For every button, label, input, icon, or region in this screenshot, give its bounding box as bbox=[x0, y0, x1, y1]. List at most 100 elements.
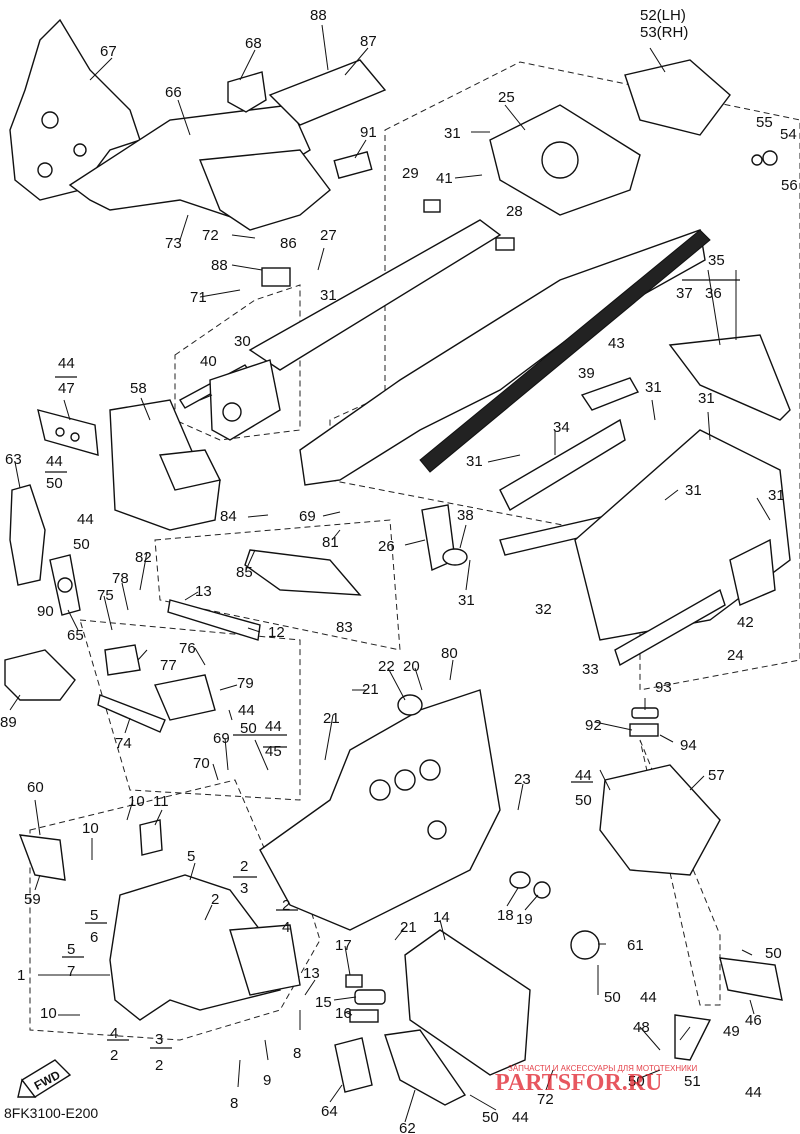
callout-69b: 69 bbox=[213, 730, 230, 747]
callout-49: 49 bbox=[723, 1023, 740, 1040]
callout-21: 21 bbox=[362, 681, 379, 698]
callout-50h: 50 bbox=[482, 1109, 499, 1126]
callout-12: 12 bbox=[268, 624, 285, 641]
bracket-77 bbox=[104, 644, 141, 676]
mount-bracket-58-top bbox=[158, 449, 222, 491]
callout-23: 23 bbox=[514, 771, 531, 788]
callout-27: 27 bbox=[320, 227, 337, 244]
callout-42: 42 bbox=[737, 614, 754, 631]
bracket-49 bbox=[674, 1014, 712, 1061]
callout-29: 29 bbox=[402, 165, 419, 182]
callout-31e: 31 bbox=[466, 453, 483, 470]
callout-94: 94 bbox=[680, 737, 697, 754]
callout-30: 30 bbox=[234, 333, 251, 350]
nut-54 bbox=[762, 150, 778, 166]
callout-41: 41 bbox=[436, 170, 453, 187]
callout-3b: 3 bbox=[155, 1031, 163, 1048]
callout-50b: 50 bbox=[73, 536, 90, 553]
callout-56: 56 bbox=[781, 177, 798, 194]
callout-75: 75 bbox=[97, 587, 114, 604]
callout-52: 52(LH) bbox=[640, 7, 686, 24]
callout-73: 73 bbox=[165, 235, 182, 252]
callout-2c: 2 bbox=[282, 897, 290, 914]
bar-12 bbox=[167, 599, 261, 641]
callout-50e: 50 bbox=[765, 945, 782, 962]
callout-50g: 50 bbox=[628, 1073, 645, 1090]
callout-89: 89 bbox=[0, 714, 17, 731]
bracket-42 bbox=[729, 538, 776, 606]
callout-9: 9 bbox=[263, 1072, 271, 1089]
callout-44f: 44 bbox=[575, 767, 592, 784]
callout-71: 71 bbox=[190, 289, 207, 306]
engine-frame bbox=[259, 689, 501, 931]
callout-83: 83 bbox=[336, 619, 353, 636]
callout-5: 5 bbox=[187, 848, 195, 865]
callout-84: 84 bbox=[220, 508, 237, 525]
callout-37: 37 bbox=[676, 285, 693, 302]
callout-68: 68 bbox=[245, 35, 262, 52]
hole bbox=[70, 432, 80, 442]
callout-88: 88 bbox=[310, 7, 327, 24]
callout-44i: 44 bbox=[512, 1109, 529, 1126]
callout-2e: 2 bbox=[155, 1057, 163, 1074]
callout-88b: 88 bbox=[211, 257, 228, 274]
callout-40: 40 bbox=[200, 353, 217, 370]
bracket-11 bbox=[139, 819, 163, 856]
callout-31d: 31 bbox=[698, 390, 715, 407]
washer-38 bbox=[442, 548, 468, 566]
callout-26: 26 bbox=[378, 538, 395, 555]
callout-62: 62 bbox=[399, 1120, 416, 1134]
cap-22 bbox=[397, 694, 423, 716]
callout-31f: 31 bbox=[685, 482, 702, 499]
plate-83 bbox=[244, 549, 362, 596]
plate-74 bbox=[97, 694, 166, 733]
washer-55 bbox=[751, 154, 763, 166]
callout-31c: 31 bbox=[645, 379, 662, 396]
engine-mount-boundary bbox=[79, 619, 301, 801]
heat-exchanger-14 bbox=[404, 929, 531, 1076]
callout-81: 81 bbox=[322, 534, 339, 551]
rail-33 bbox=[614, 588, 726, 667]
callout-50f: 50 bbox=[604, 989, 621, 1006]
bracket-52-53 bbox=[624, 59, 731, 136]
callout-65: 65 bbox=[67, 627, 84, 644]
hole bbox=[369, 779, 391, 801]
callout-44g: 44 bbox=[640, 989, 657, 1006]
callout-91: 91 bbox=[360, 124, 377, 141]
label-91 bbox=[333, 151, 373, 179]
callout-58: 58 bbox=[130, 380, 147, 397]
hole bbox=[394, 769, 416, 791]
bracket-43 bbox=[580, 377, 640, 411]
plate-86 bbox=[261, 267, 291, 287]
fwd-arrow-head bbox=[17, 1078, 37, 1098]
callout-38: 38 bbox=[457, 507, 474, 524]
callout-86: 86 bbox=[280, 235, 297, 252]
callout-64: 64 bbox=[321, 1103, 338, 1120]
callout-3: 3 bbox=[240, 880, 248, 897]
bracket-28 bbox=[495, 237, 515, 251]
callout-50: 50 bbox=[46, 475, 63, 492]
hole bbox=[73, 143, 87, 157]
callout-31g: 31 bbox=[768, 487, 785, 504]
callout-63: 63 bbox=[5, 451, 22, 468]
callout-90: 90 bbox=[37, 603, 54, 620]
callout-44d: 44 bbox=[238, 702, 255, 719]
callout-80: 80 bbox=[441, 645, 458, 662]
callout-57: 57 bbox=[708, 767, 725, 784]
hole bbox=[41, 111, 59, 129]
lever-62 bbox=[384, 1029, 467, 1106]
bracket-57 bbox=[599, 764, 721, 876]
rear-tunnel-lower bbox=[574, 429, 791, 641]
callout-19: 19 bbox=[516, 911, 533, 928]
hole bbox=[37, 162, 53, 178]
callout-39: 39 bbox=[578, 365, 595, 382]
callout-47: 47 bbox=[58, 380, 75, 397]
front-frame-1 bbox=[109, 874, 281, 1021]
callout-8b: 8 bbox=[230, 1095, 238, 1112]
callout-2: 2 bbox=[240, 858, 248, 875]
callout-10c: 10 bbox=[40, 1005, 57, 1022]
callout-1: 1 bbox=[17, 967, 25, 984]
callout-32: 32 bbox=[535, 601, 552, 618]
callout-18: 18 bbox=[497, 907, 514, 924]
